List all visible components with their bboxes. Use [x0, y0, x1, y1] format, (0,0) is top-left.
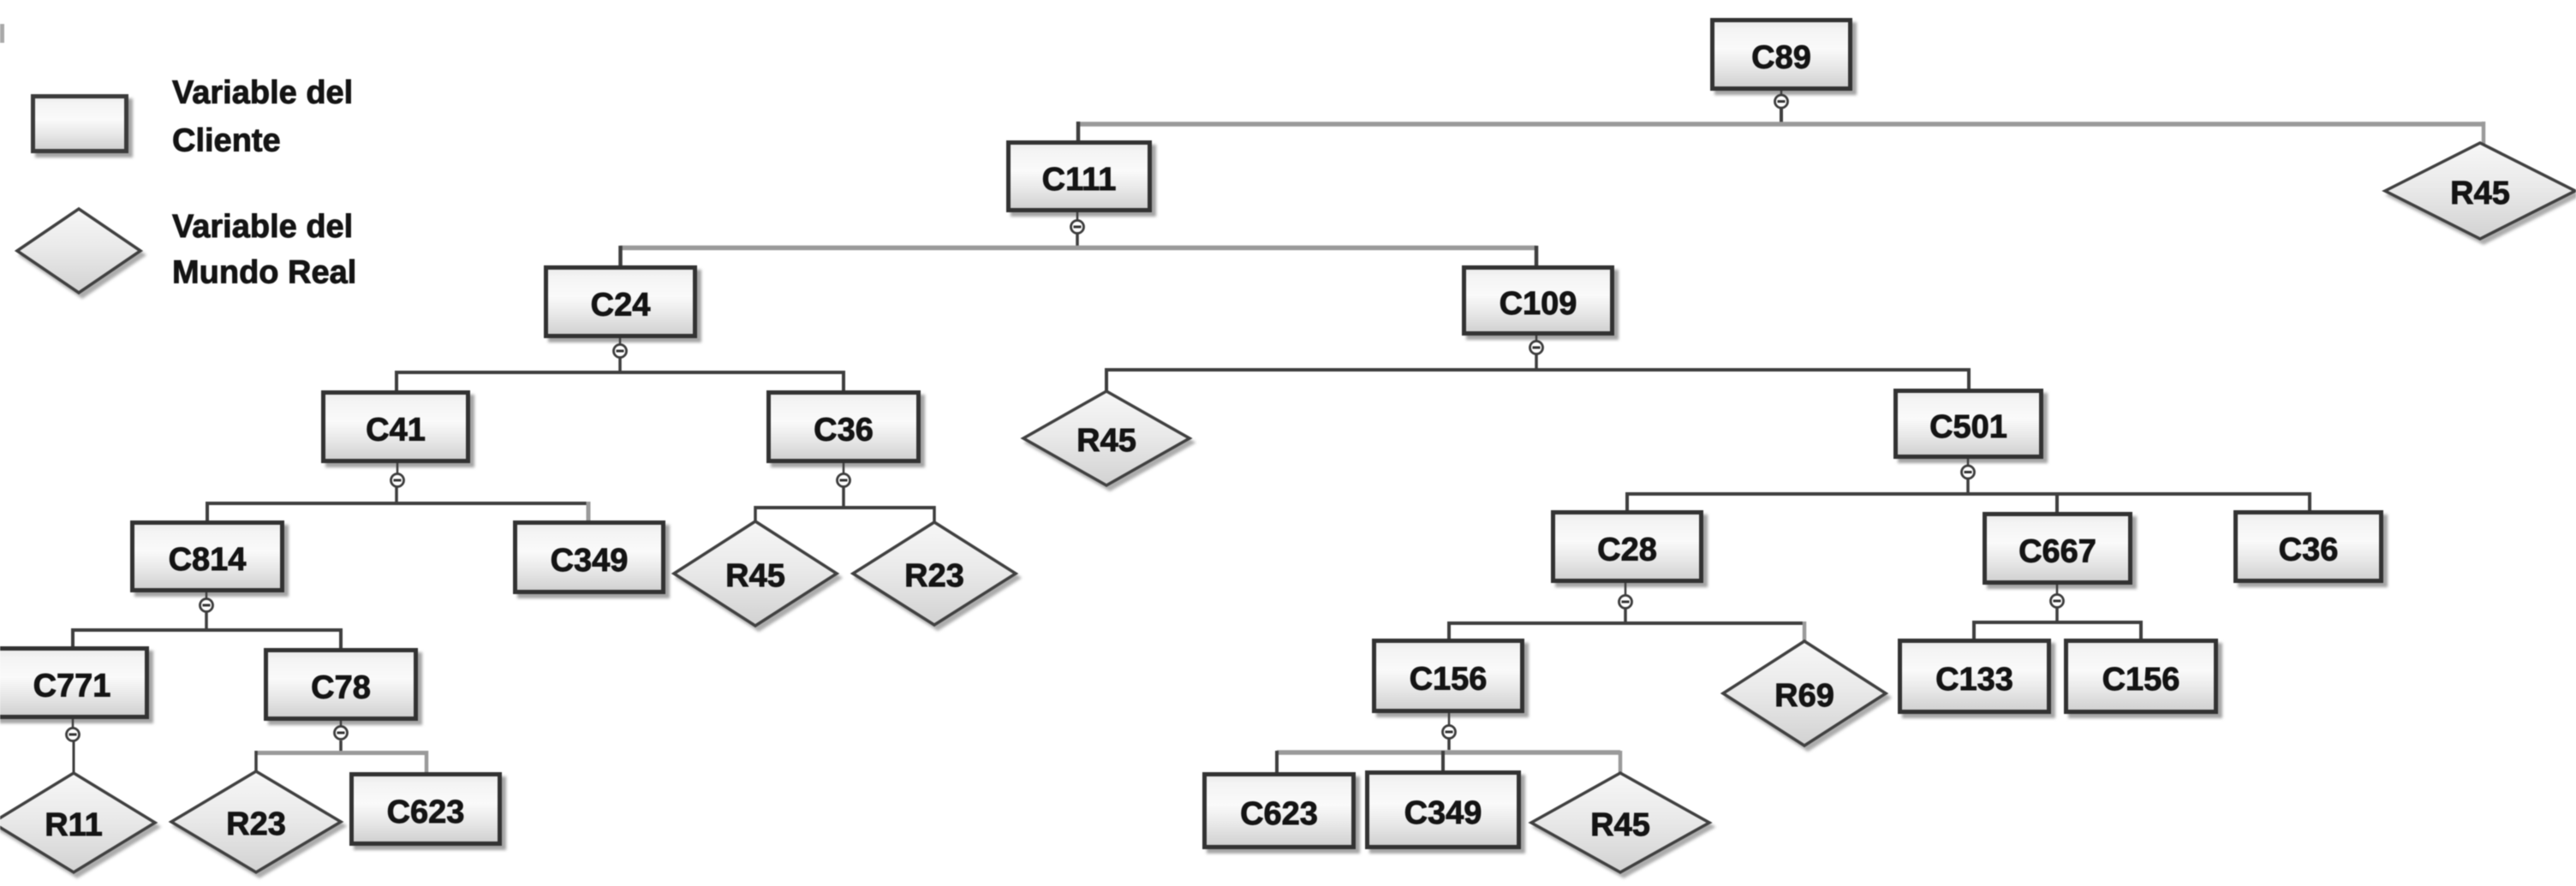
- svg-text:R45: R45: [1076, 423, 1136, 459]
- svg-text:Cliente: Cliente: [172, 123, 281, 159]
- svg-text:R23: R23: [904, 558, 964, 594]
- svg-text:C623: C623: [387, 794, 465, 830]
- svg-text:C623: C623: [1240, 796, 1318, 832]
- svg-text:C349: C349: [551, 543, 629, 579]
- svg-text:Variable del: Variable del: [172, 209, 353, 245]
- svg-text:R45: R45: [1590, 807, 1650, 843]
- svg-text:C156: C156: [1410, 662, 1488, 698]
- svg-text:C28: C28: [1597, 532, 1657, 568]
- svg-text:R69: R69: [1774, 678, 1834, 714]
- svg-text:C667: C667: [2018, 534, 2096, 570]
- svg-text:C41: C41: [366, 413, 426, 449]
- svg-text:R23: R23: [226, 806, 286, 842]
- svg-text:C36: C36: [814, 413, 874, 449]
- svg-text:C89: C89: [1751, 40, 1811, 76]
- svg-text:R11: R11: [45, 807, 103, 843]
- svg-text:C24: C24: [591, 288, 651, 324]
- svg-text:C156: C156: [2102, 662, 2180, 698]
- svg-text:C501: C501: [1929, 409, 2007, 445]
- svg-text:C349: C349: [1404, 795, 1482, 831]
- svg-text:C814: C814: [169, 542, 247, 578]
- svg-text:C771: C771: [33, 669, 111, 705]
- svg-text:C36: C36: [2279, 532, 2339, 568]
- svg-text:R45: R45: [2450, 175, 2510, 211]
- svg-text:C78: C78: [311, 670, 371, 706]
- svg-text:C133: C133: [1935, 662, 2013, 698]
- svg-text:Variable del: Variable del: [172, 75, 353, 111]
- svg-text:Mundo Real: Mundo Real: [172, 255, 356, 291]
- svg-text:C111: C111: [1042, 162, 1117, 198]
- svg-text:C109: C109: [1500, 286, 1577, 322]
- svg-text:R45: R45: [725, 558, 785, 594]
